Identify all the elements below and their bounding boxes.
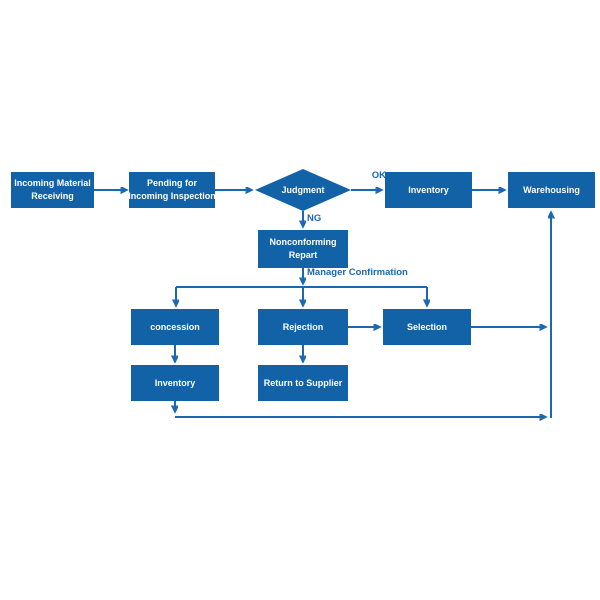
node-label: Rejection xyxy=(282,321,324,332)
node-label: Incoming Material xyxy=(14,178,91,188)
node-rejection[interactable]: Rejection xyxy=(258,309,348,345)
edge-label-ng: NG xyxy=(307,213,322,224)
node-label: Inventory xyxy=(154,377,196,388)
node-label: Judgment xyxy=(281,184,325,195)
node-pending-for-incoming-inspection[interactable]: Pending for Incoming Inspection xyxy=(128,172,216,208)
node-concession[interactable]: concession xyxy=(131,309,219,345)
node-label: Selection xyxy=(406,321,447,332)
node-label: Pending for xyxy=(147,178,197,188)
node-warehousing[interactable]: Warehousing xyxy=(508,172,595,208)
node-return-to-supplier[interactable]: Return to Supplier xyxy=(258,365,348,401)
node-selection[interactable]: Selection xyxy=(383,309,471,345)
node-label: Inventory xyxy=(408,184,449,195)
node-label: Incoming Inspection xyxy=(128,191,216,201)
node-label: Nonconforming xyxy=(269,237,337,247)
node-inventory-top[interactable]: Inventory xyxy=(385,172,472,208)
node-label: Receiving xyxy=(31,191,74,201)
node-inventory-bottom[interactable]: Inventory xyxy=(131,365,219,401)
node-incoming-material-receiving[interactable]: Incoming Material Receiving xyxy=(11,172,94,208)
node-label: Repart xyxy=(288,250,318,260)
node-nonconforming-report[interactable]: Nonconforming Repart xyxy=(258,230,348,268)
edge-label-ok: OK xyxy=(371,170,386,181)
node-label: concession xyxy=(150,321,200,332)
edge-label-manager-confirmation: Manager Confirmation xyxy=(307,267,408,278)
node-label: Return to Supplier xyxy=(263,377,343,388)
node-label: Warehousing xyxy=(523,184,580,195)
